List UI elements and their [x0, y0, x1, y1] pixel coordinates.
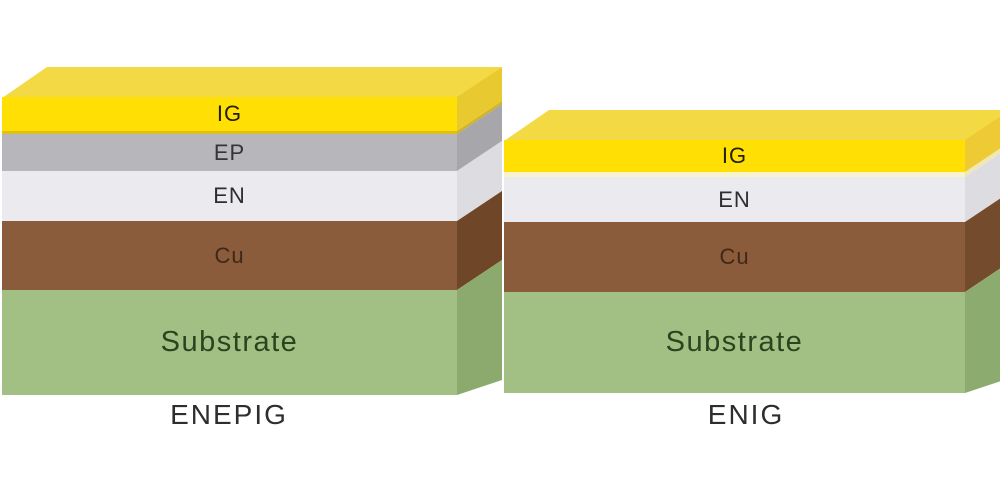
enig-layer-en: EN — [504, 177, 965, 222]
enig-caption: ENIG — [707, 399, 785, 430]
enepig-ep-label: EP — [213, 139, 246, 165]
enepig-ig-edge-highlight — [2, 131, 457, 134]
enig-en-label: EN — [718, 186, 751, 212]
enig-top-face — [504, 110, 1000, 141]
enepig-caption: ENEPIG — [170, 399, 288, 430]
enepig-top-face — [2, 67, 502, 98]
enig-substrate-label: Substrate — [665, 326, 804, 358]
enig-ig-label: IG — [721, 143, 748, 168]
enepig-layer-ig: IG — [2, 97, 457, 131]
enepig-substrate-label: Substrate — [160, 326, 299, 358]
enepig-cu-label: Cu — [214, 242, 245, 268]
enepig-layer-cu: Cu — [2, 221, 457, 290]
enepig-layer-en: EN — [2, 171, 457, 221]
enepig-en-label: EN — [213, 183, 246, 208]
enepig-layer-ep: EP — [2, 134, 457, 171]
enig-cu-label: Cu — [719, 244, 750, 269]
enepig-ig-label: IG — [216, 101, 243, 126]
enepig-layer-substrate: Substrate — [2, 290, 457, 395]
enig-layer-substrate: Substrate — [504, 292, 965, 393]
enig-layer-ig: IG — [504, 140, 965, 172]
enig-layer-cu: Cu — [504, 222, 965, 292]
enig-ig-edge-highlight — [504, 172, 965, 177]
